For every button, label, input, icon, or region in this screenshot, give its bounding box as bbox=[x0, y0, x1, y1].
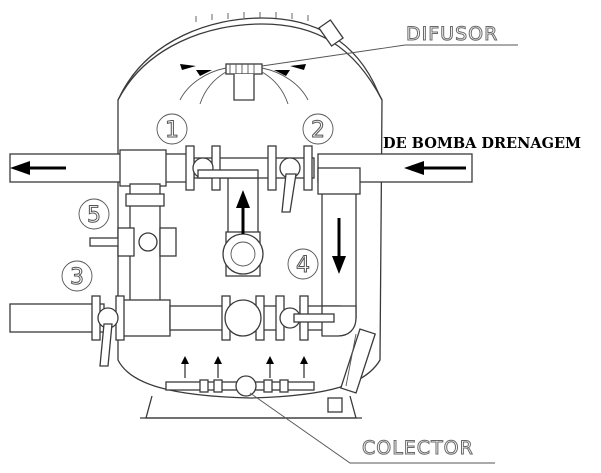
svg-text:2: 2 bbox=[311, 118, 325, 143]
collector bbox=[165, 356, 315, 397]
valve-4 bbox=[279, 307, 335, 329]
leader-difusor bbox=[261, 44, 406, 67]
svg-text:1: 1 bbox=[165, 118, 179, 143]
valve-number-3: 3 bbox=[61, 260, 93, 292]
diffuser bbox=[179, 63, 309, 105]
valve-number-5: 5 bbox=[78, 198, 110, 230]
tank-body bbox=[117, 12, 383, 419]
valve-3 bbox=[97, 307, 119, 367]
valve-number-2: 2 bbox=[302, 113, 334, 145]
colector-label: COLECTOR bbox=[362, 437, 474, 459]
svg-text:4: 4 bbox=[296, 253, 310, 278]
pump-drain-heading: DE BOMBA DRENAGEM bbox=[383, 135, 581, 152]
leader-colector bbox=[249, 392, 495, 464]
valve-2 bbox=[279, 157, 301, 213]
difusor-label: DIFUSOR bbox=[406, 23, 498, 45]
svg-text:5: 5 bbox=[87, 203, 101, 228]
flow-arrows bbox=[10, 161, 466, 274]
valve-number-1: 1 bbox=[156, 113, 188, 145]
valve-1 bbox=[192, 157, 259, 179]
valve-number-4: 4 bbox=[287, 248, 319, 280]
svg-text:3: 3 bbox=[70, 265, 84, 290]
